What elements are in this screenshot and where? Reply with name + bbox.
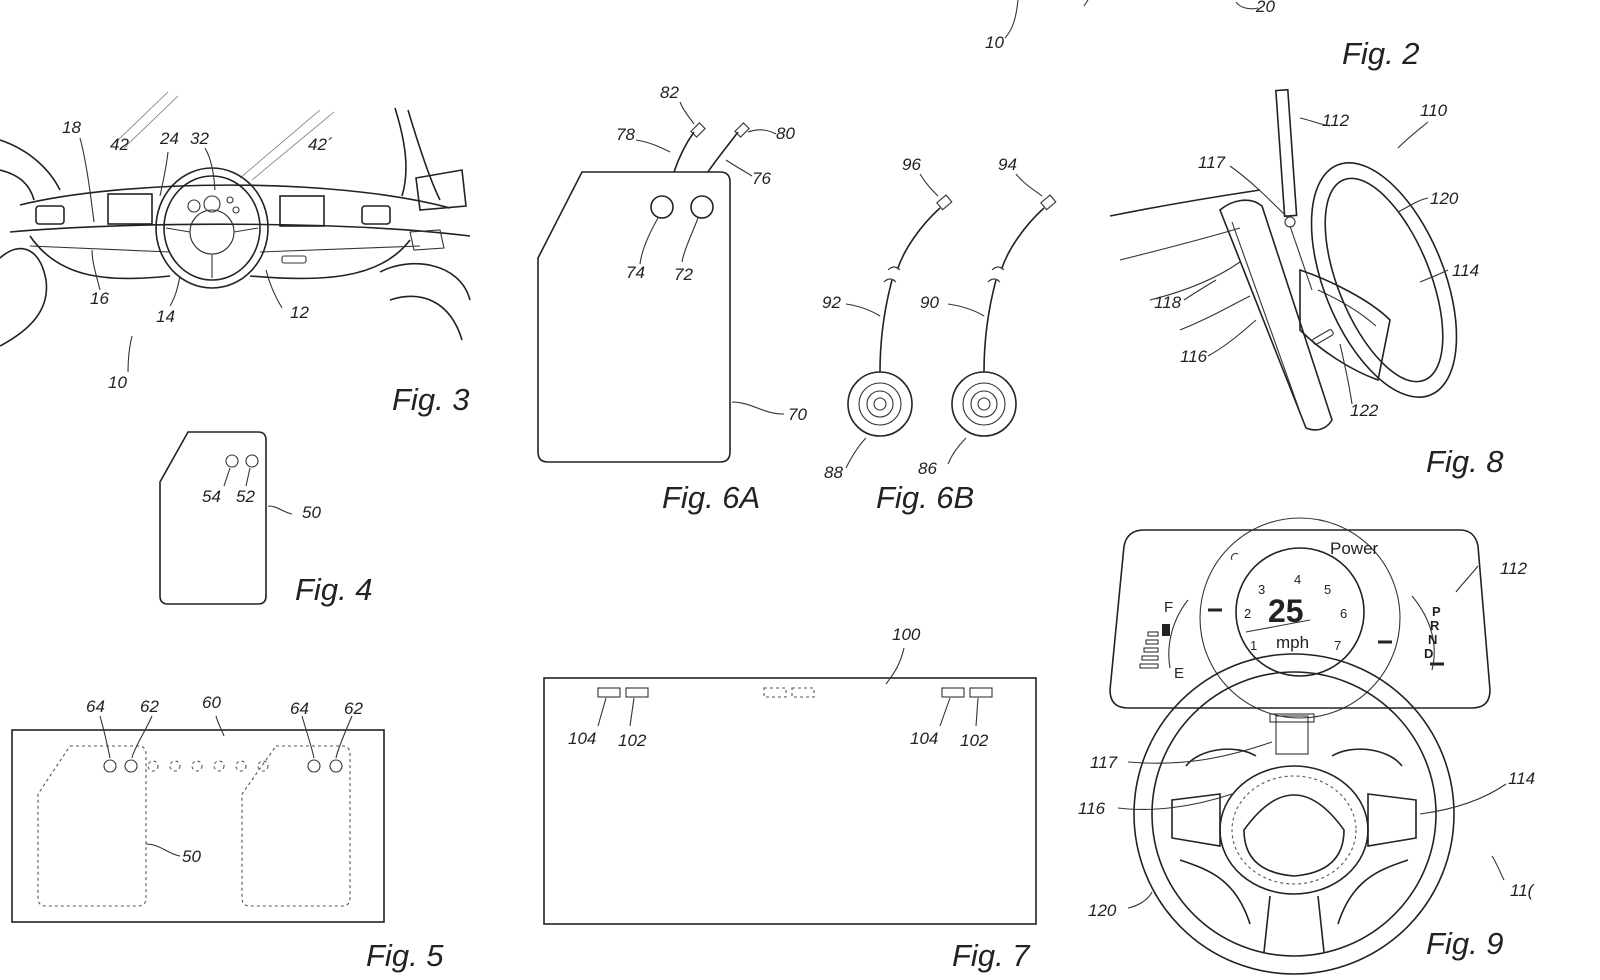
fig8-ref-116: 116 — [1180, 347, 1208, 366]
fig3-dashboard: 18 42 24 32 42´ 16 14 12 10 Fig. 3 — [0, 91, 471, 417]
fig5-ref-64: 64 — [86, 697, 105, 716]
fig4-pad: 54 52 50 Fig. 4 — [159, 431, 373, 607]
fig6b-label: Fig. 6B — [876, 480, 974, 515]
fig5-ref-62: 62 — [140, 697, 159, 716]
fig9-ref-114: 114 — [1508, 769, 1535, 788]
fig6b-ref-90: 90 — [920, 293, 939, 312]
fig7-ref-100: 100 — [892, 625, 921, 644]
fig4-ref-54: 54 — [202, 487, 221, 506]
fig9-ref-116: 116 — [1078, 799, 1106, 818]
fig5-ref-50: 50 — [182, 847, 201, 866]
fig6b-ref-94: 94 — [998, 155, 1017, 174]
fig6a-ref-70: 70 — [788, 405, 807, 424]
fig9-dial-4: 4 — [1294, 572, 1301, 587]
fig9-ref-112: 112 — [1500, 559, 1528, 578]
fig6a-ref-78: 78 — [616, 125, 635, 144]
fig3-ref-24: 24 — [159, 129, 179, 148]
fig3-ref-42: 42 — [110, 135, 129, 154]
fig9-gear-p: P — [1432, 604, 1441, 619]
fig6a-ref-74: 74 — [626, 263, 645, 282]
fig3-ref-18: 18 — [62, 118, 81, 137]
fig9-dial-3: 3 — [1258, 582, 1265, 597]
fig3-ref-42-prime: 42´ — [308, 135, 333, 154]
fig3-ref-10: 10 — [108, 373, 127, 392]
fig8-ref-117: 117 — [1198, 153, 1226, 172]
fig5-ref-64b: 64 — [290, 699, 309, 718]
fig8-label: Fig. 8 — [1426, 444, 1504, 479]
fig2-label: Fig. 2 — [1342, 36, 1420, 71]
fig9-fuel-empty: E — [1174, 665, 1184, 682]
fig9-dial-1: 1 — [1250, 638, 1257, 653]
fig4-ref-50: 50 — [302, 503, 321, 522]
fig6a-ref-80: 80 — [776, 124, 795, 143]
fig8-ref-120: 120 — [1430, 189, 1459, 208]
fig7-ref-104b: 104 — [910, 729, 938, 748]
fig7-label: Fig. 7 — [952, 938, 1031, 973]
fig9-gear-r: R — [1430, 618, 1440, 633]
fig9-cluster-and-wheel: F E Power 25 mph 1 2 3 4 5 6 7 P R N D — [1078, 517, 1536, 975]
fig9-dial-5: 5 — [1324, 582, 1331, 597]
fig3-ref-12: 12 — [290, 303, 309, 322]
fig9-ref-120: 120 — [1088, 901, 1117, 920]
fig3-ref-32: 32 — [190, 129, 209, 148]
fig6a-ref-82: 82 — [660, 83, 679, 102]
fig9-speed-value: 25 — [1268, 593, 1304, 629]
fig5-seat-panel: 64 62 60 64 62 50 Fig. 5 — [11, 693, 444, 973]
fig9-power-label: Power — [1330, 539, 1379, 558]
fig2-ref-10: 10 — [985, 33, 1004, 52]
fig5-label: Fig. 5 — [366, 938, 444, 973]
fig3-label: Fig. 3 — [392, 382, 470, 417]
fig9-label: Fig. 9 — [1426, 926, 1504, 961]
fig6b-ref-92: 92 — [822, 293, 841, 312]
fig2: 10 20 Fig. 2 — [985, 0, 1420, 71]
fig5-ref-62b: 62 — [344, 699, 363, 718]
fig8-ref-112: 112 — [1322, 111, 1350, 130]
fig8-ref-110: 110 — [1420, 101, 1448, 120]
fig6a-sensor-pad: 82 78 80 76 74 72 70 Fig. 6A — [537, 83, 807, 515]
fig4-label: Fig. 4 — [295, 572, 373, 607]
fig9-ref-117: 117 — [1090, 753, 1118, 772]
fig9-fuel-full: F — [1164, 599, 1173, 616]
fig2-ref-20: 20 — [1255, 0, 1275, 16]
fig6b-ref-88: 88 — [824, 463, 843, 482]
fig9-gear-d: D — [1424, 646, 1433, 661]
fig8-ref-114: 114 — [1452, 261, 1479, 280]
fig6a-ref-76: 76 — [752, 169, 771, 188]
fig7-ref-102: 102 — [618, 731, 647, 750]
fig6b-sensors: 96 94 92 90 88 86 Fig. 6B — [822, 155, 1057, 515]
fig4-ref-52: 52 — [236, 487, 255, 506]
fig5-ref-60: 60 — [202, 693, 221, 712]
fig3-ref-16: 16 — [90, 289, 109, 308]
fig7-ref-102b: 102 — [960, 731, 989, 750]
fig6b-ref-86: 86 — [918, 459, 937, 478]
fig8-ref-118: 118 — [1154, 293, 1182, 312]
fig9-ref-110: 11( — [1510, 881, 1536, 900]
fig9-speed-unit: mph — [1276, 633, 1309, 652]
fig3-ref-14: 14 — [156, 307, 175, 326]
fig7-panel: 104 102 100 104 102 Fig. 7 — [543, 625, 1037, 973]
fig8-ref-122: 122 — [1350, 401, 1379, 420]
fig6a-label: Fig. 6A — [662, 480, 760, 515]
fig6a-ref-72: 72 — [674, 265, 693, 284]
fig9-dial-2: 2 — [1244, 606, 1251, 621]
fig6b-ref-96: 96 — [902, 155, 921, 174]
fig7-ref-104: 104 — [568, 729, 596, 748]
fig9-dial-7: 7 — [1334, 638, 1341, 653]
fig9-dial-6: 6 — [1340, 606, 1347, 621]
fig8-steering-column: 112 110 117 120 114 118 116 122 Fig. 8 — [1109, 88, 1504, 479]
fig9-gear-n: N — [1428, 632, 1437, 647]
